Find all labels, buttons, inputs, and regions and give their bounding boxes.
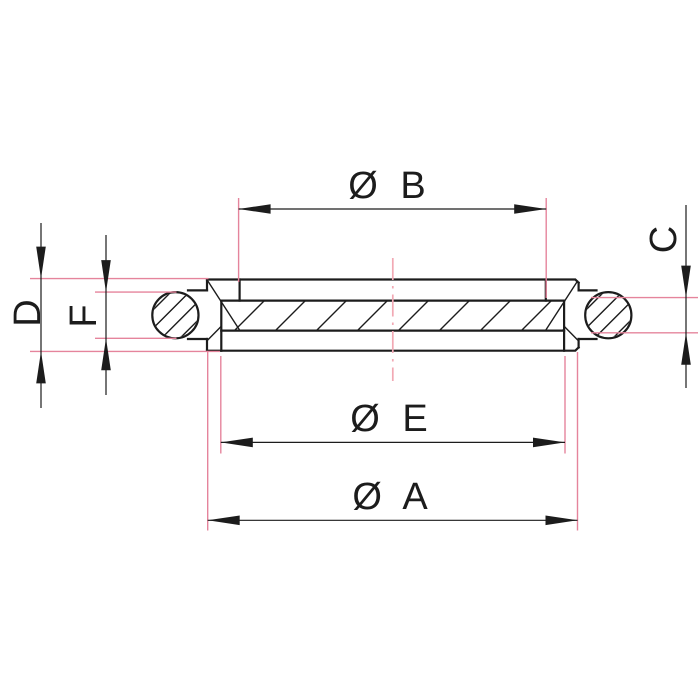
dimension-b: Ø B bbox=[238, 165, 547, 214]
dimension-e: Ø E bbox=[220, 398, 565, 448]
band-hatching bbox=[233, 300, 565, 331]
oring-left-circle bbox=[151, 291, 200, 340]
dim-e-label: Ø E bbox=[350, 398, 433, 440]
dim-f-arrow-bottom bbox=[101, 338, 111, 371]
oring-right bbox=[584, 291, 633, 340]
chamfer-right-long bbox=[545, 280, 579, 331]
hatch-line bbox=[233, 300, 565, 331]
dim-d-arrow-bottom bbox=[36, 351, 46, 384]
hatch-line bbox=[586, 293, 631, 338]
dim-a-arrow-right bbox=[545, 515, 578, 526]
dim-e-arrow-right bbox=[533, 437, 565, 448]
dim-d-label: D bbox=[7, 293, 49, 326]
dimension-c: C bbox=[643, 205, 691, 388]
dimension-d: D bbox=[7, 223, 49, 408]
dim-a-label: Ø A bbox=[352, 476, 433, 518]
chamfer-left-long bbox=[206, 280, 240, 331]
dim-b-arrow-left bbox=[238, 204, 271, 214]
extension-lines bbox=[30, 198, 698, 531]
dimension-a: Ø A bbox=[207, 476, 578, 526]
dim-f-arrow-top bbox=[101, 260, 111, 293]
dim-c-label: C bbox=[643, 220, 685, 253]
dim-c-arrow-top bbox=[681, 265, 691, 298]
dim-e-arrow-left bbox=[220, 437, 253, 448]
oring-left-hatching bbox=[153, 293, 198, 338]
dim-d-arrow-top bbox=[36, 246, 46, 279]
dim-b-arrow-right bbox=[514, 204, 547, 214]
chamfer-right-short bbox=[563, 325, 579, 341]
dim-c-arrow-bottom bbox=[681, 332, 691, 365]
oring-right-circle bbox=[584, 291, 633, 340]
oring-right-hatching bbox=[586, 293, 631, 338]
chamfer-left-short bbox=[207, 325, 222, 341]
dim-f-label: F bbox=[63, 298, 105, 327]
dimension-f: F bbox=[63, 235, 111, 395]
dim-b-label: Ø B bbox=[348, 165, 431, 207]
hatch-line bbox=[153, 293, 198, 338]
dim-a-arrow-left bbox=[207, 515, 240, 526]
